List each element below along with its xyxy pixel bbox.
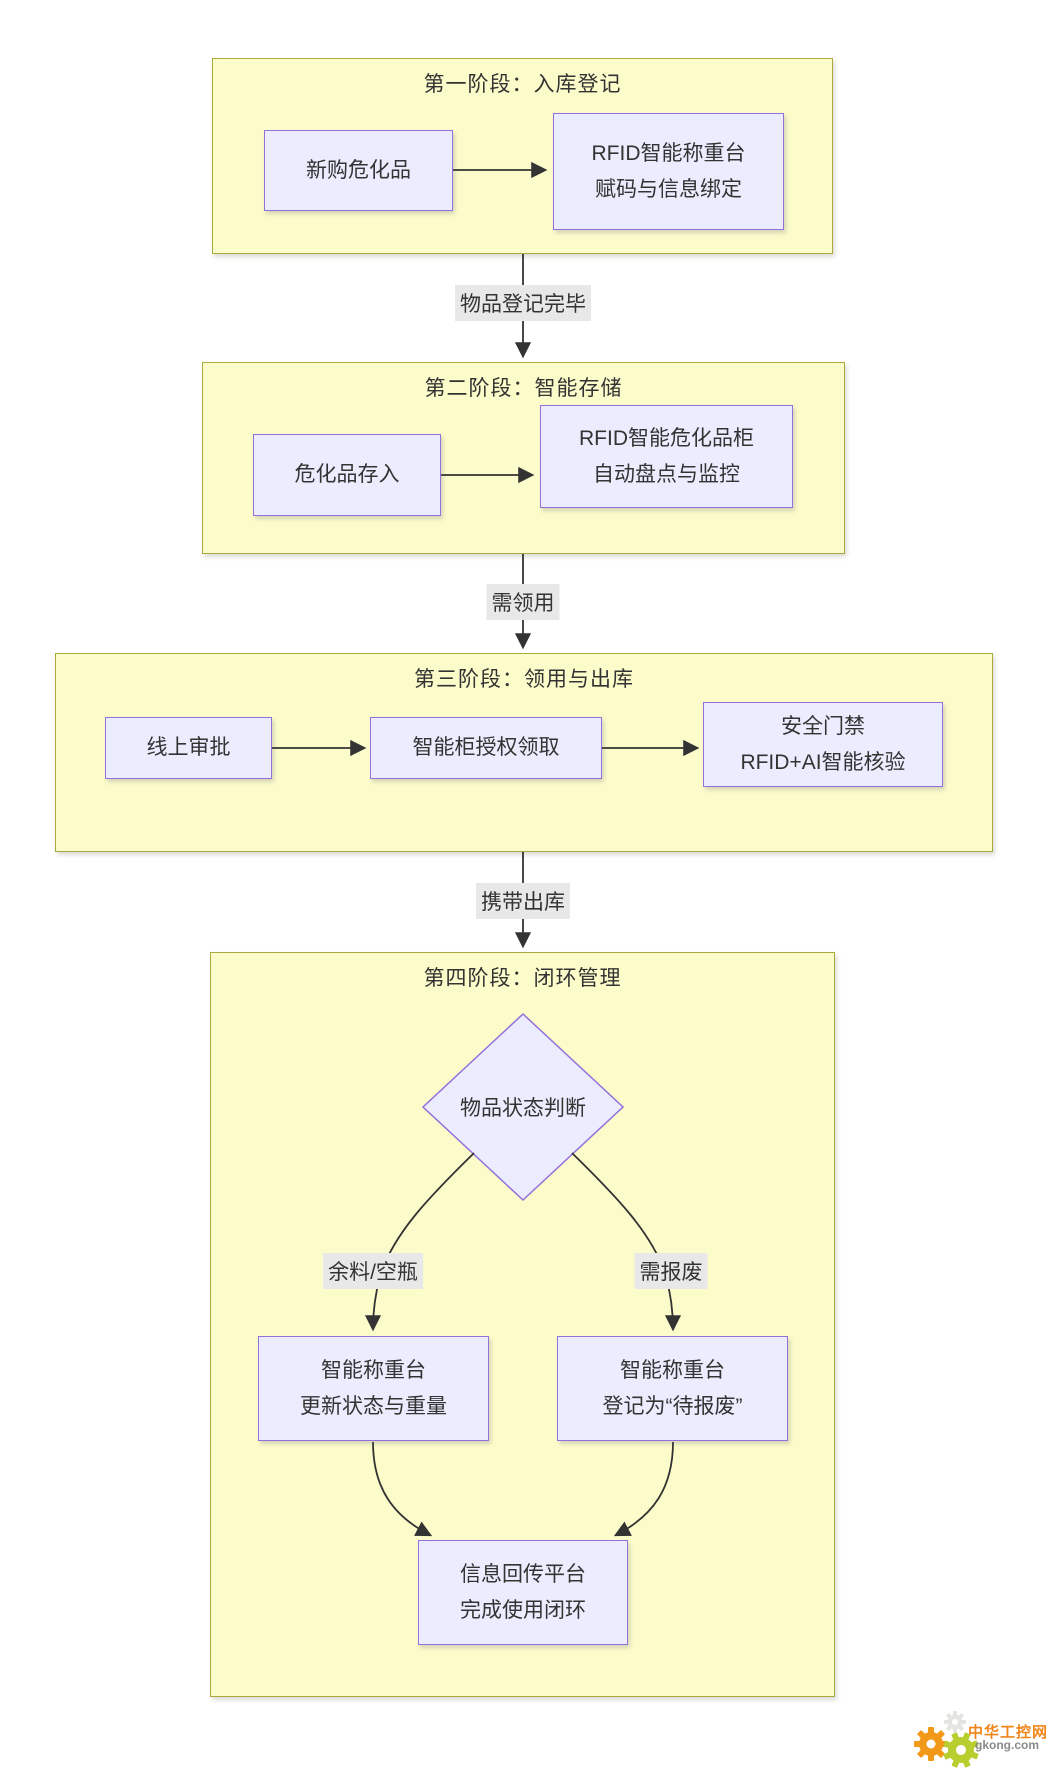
node-status-decision-label: 物品状态判断 — [460, 1097, 586, 1120]
node-rfid-weighing-register-line1: RFID智能称重台 — [591, 141, 746, 165]
node-hazmat-deposit: 危化品存入 — [253, 434, 441, 516]
edge-label-to-scrap: 需报废 — [634, 1253, 708, 1289]
gear-orange-icon — [914, 1727, 948, 1761]
node-cabinet-authorized-pickup-label: 智能柜授权领取 — [412, 736, 560, 760]
edge-label-carry-out: 携带出库 — [476, 883, 570, 919]
arrow-update-to-feedback — [372, 1441, 433, 1537]
node-hazmat-deposit-label: 危化品存入 — [294, 463, 400, 487]
node-new-hazmat-label: 新购危化品 — [306, 158, 411, 182]
node-security-gate-line2: RFID+AI智能核验 — [740, 750, 906, 774]
node-new-hazmat: 新购危化品 — [264, 130, 453, 211]
arrow-scrap-to-feedback — [613, 1441, 674, 1537]
node-security-gate: 安全门禁 RFID+AI智能核验 — [703, 702, 943, 787]
stage-4-title: 第四阶段：闭环管理 — [423, 967, 622, 990]
edge-label-register-done: 物品登记完毕 — [455, 285, 591, 321]
node-rfid-cabinet: RFID智能危化品柜 自动盘点与监控 — [540, 405, 793, 508]
node-rfid-weighing-register-line2: 赋码与信息绑定 — [595, 177, 742, 201]
stage-2-title: 第二阶段：智能存储 — [424, 377, 623, 400]
node-info-feedback-line2: 完成使用闭环 — [460, 1598, 586, 1622]
node-weighing-update: 智能称重台 更新状态与重量 — [258, 1336, 489, 1441]
node-weighing-update-line1: 智能称重台 — [321, 1358, 426, 1382]
edge-label-need-pickup: 需领用 — [486, 584, 560, 620]
node-cabinet-authorized-pickup: 智能柜授权领取 — [370, 717, 602, 779]
node-weighing-scrap-line1: 智能称重台 — [620, 1358, 725, 1382]
node-weighing-scrap-line2: 登记为“待报废” — [602, 1394, 743, 1418]
node-weighing-update-line2: 更新状态与重量 — [300, 1394, 447, 1418]
gear-gray-icon — [944, 1711, 966, 1733]
watermark-domain-text: gkong.com — [975, 1738, 1040, 1752]
stage-1-title: 第一阶段：入库登记 — [423, 73, 622, 96]
node-rfid-cabinet-line2: 自动盘点与监控 — [593, 462, 740, 486]
node-rfid-cabinet-line1: RFID智能危化品柜 — [579, 426, 754, 450]
stage-3-title: 第三阶段：领用与出库 — [414, 668, 634, 691]
node-online-approval-label: 线上审批 — [146, 736, 231, 760]
node-weighing-scrap: 智能称重台 登记为“待报废” — [557, 1336, 788, 1441]
node-rfid-weighing-register: RFID智能称重台 赋码与信息绑定 — [553, 113, 784, 230]
node-info-feedback: 信息回传平台 完成使用闭环 — [418, 1540, 628, 1645]
node-online-approval: 线上审批 — [105, 717, 272, 779]
edge-label-residual-empty: 余料/空瓶 — [323, 1253, 423, 1289]
watermark-brand-text: 中华工控网 — [968, 1724, 1049, 1741]
node-security-gate-line1: 安全门禁 — [781, 714, 865, 738]
node-status-decision: 物品状态判断 — [433, 1014, 613, 1200]
gkong-watermark: 中华工控网 gkong.com — [905, 1700, 1050, 1775]
gear-green-icon — [943, 1732, 979, 1768]
node-info-feedback-line1: 信息回传平台 — [460, 1562, 586, 1586]
